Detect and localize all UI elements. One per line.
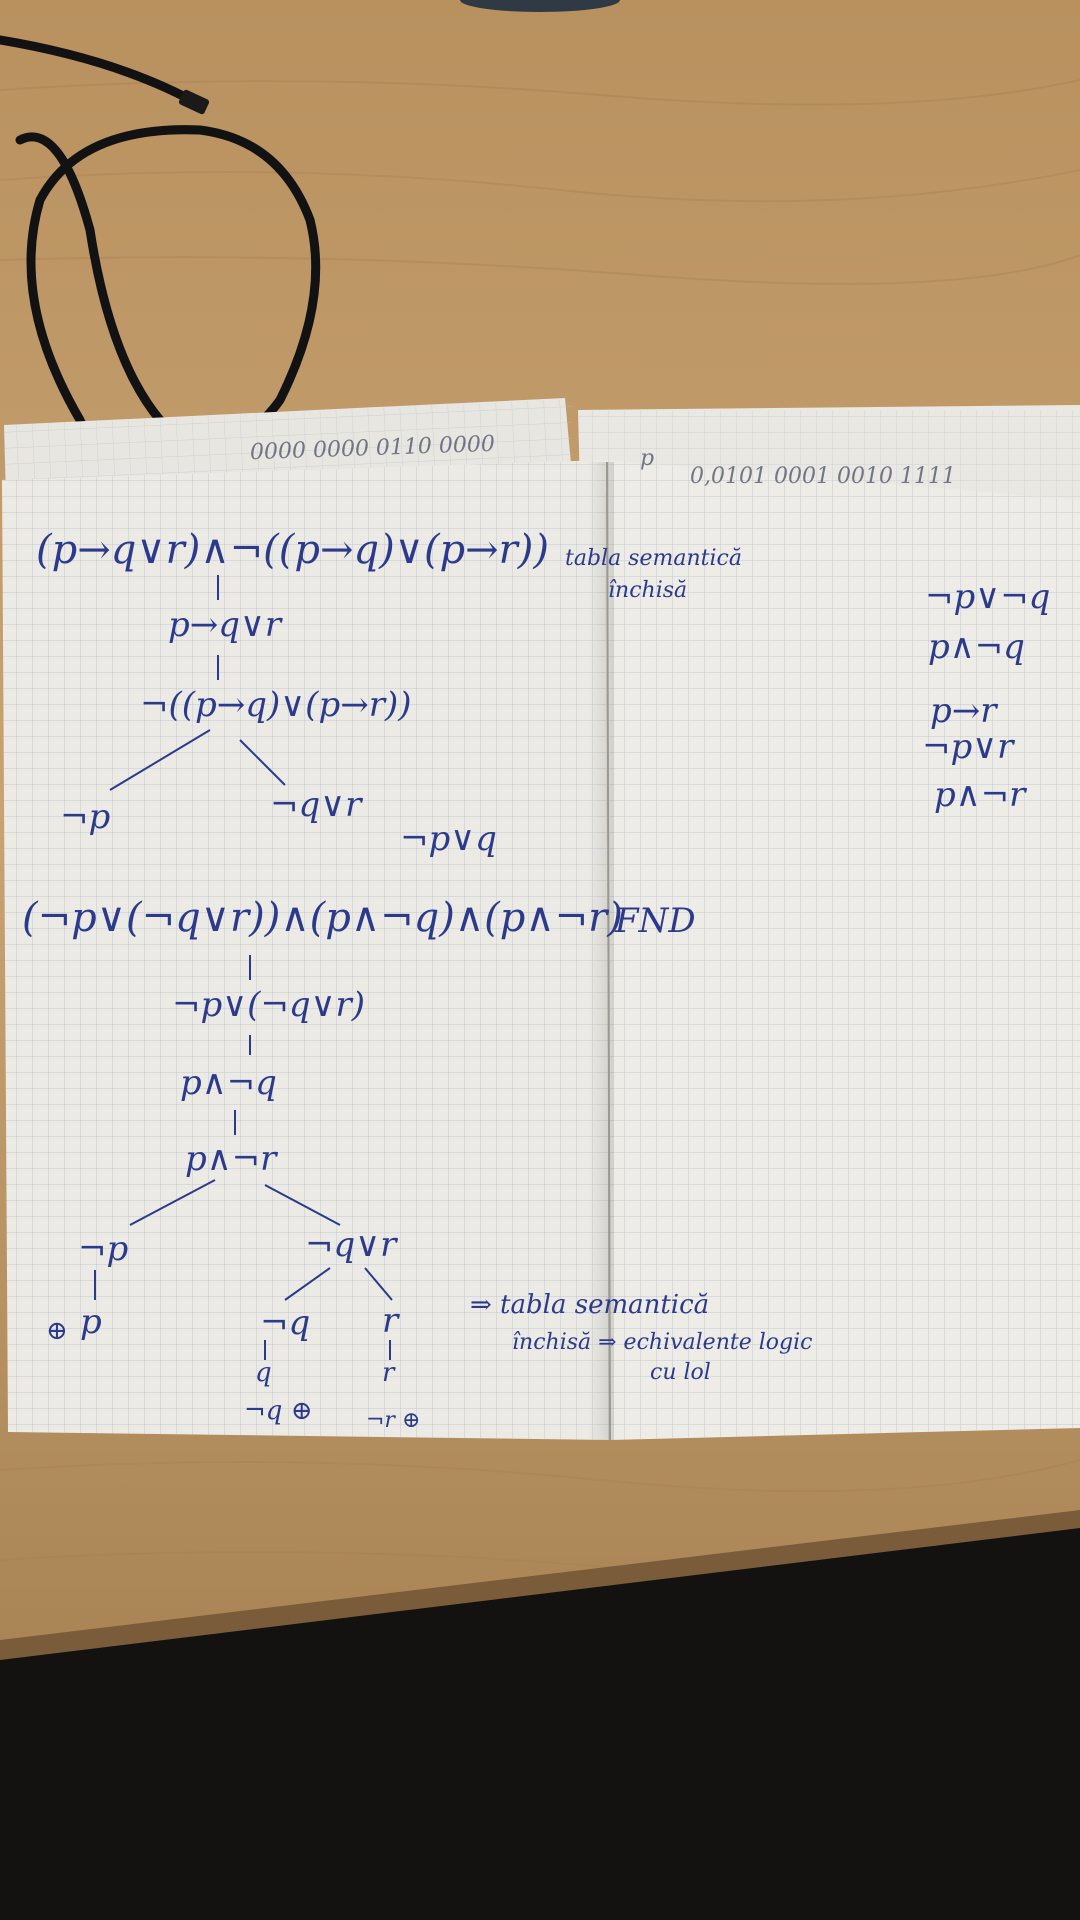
tree-left: ¬p (78, 1229, 129, 1269)
step-2: ¬((p→q)∨(p→r)) (140, 685, 412, 725)
conclusion-line-1: ⇒ tabla semantică (470, 1290, 710, 1320)
formula-fnd: (¬p∨(¬q∨r))∧(p∧¬q)∧(p∧¬r) (22, 895, 623, 941)
wood-grain (0, 79, 1080, 1583)
conclusion-line-2: închisă ⇒ echivalente logic (512, 1330, 813, 1355)
right-list-item: ¬p∨r (922, 727, 1014, 767)
top-strip-right-p: p (640, 446, 655, 471)
tree-3: p∧¬r (185, 1139, 277, 1179)
right-list-item: p∧¬q (928, 627, 1025, 667)
leaf-left-p: p (80, 1302, 102, 1342)
note-semantic: tabla semantică (565, 546, 742, 571)
tree-rr: r (382, 1301, 399, 1341)
leaf-nr-close: ¬r ⊕ (366, 1408, 421, 1433)
leaf-r: r (382, 1358, 395, 1388)
branch-right-1: ¬q∨r (270, 785, 362, 825)
label-fnd: FND (615, 901, 696, 941)
leaf-q: q (255, 1358, 272, 1388)
cable (0, 35, 321, 505)
closed-left-symbol: ⊕ (46, 1316, 68, 1346)
tree-1: ¬p∨(¬q∨r) (172, 985, 366, 1025)
leaf-nq-close: ¬q ⊕ (244, 1396, 313, 1426)
middle-expr: ¬p∨q (400, 819, 497, 859)
cable-plug (178, 89, 210, 115)
branch-left-1: ¬p (60, 797, 111, 837)
note-closed: închisă (608, 578, 688, 603)
tree-right: ¬q∨r (305, 1225, 397, 1265)
conclusion-line-3: cu lol (650, 1360, 711, 1385)
right-list-item: p→r (930, 691, 997, 731)
tree-rl: ¬q (260, 1303, 311, 1343)
desk-edge (0, 1510, 1080, 1660)
tree-lines (94, 575, 393, 1360)
right-list-item: p∧¬r (934, 775, 1026, 815)
object-top (460, 0, 620, 12)
tree-2: p∧¬q (180, 1063, 277, 1103)
right-list-item: ¬p∨¬q (925, 577, 1051, 617)
top-strip-right-binary: 0,0101 0001 0010 1111 (690, 464, 956, 489)
formula-main: (p→q∨r)∧¬((p→q)∨(p→r)) (36, 527, 550, 573)
step-1: p→q∨r (168, 605, 282, 645)
